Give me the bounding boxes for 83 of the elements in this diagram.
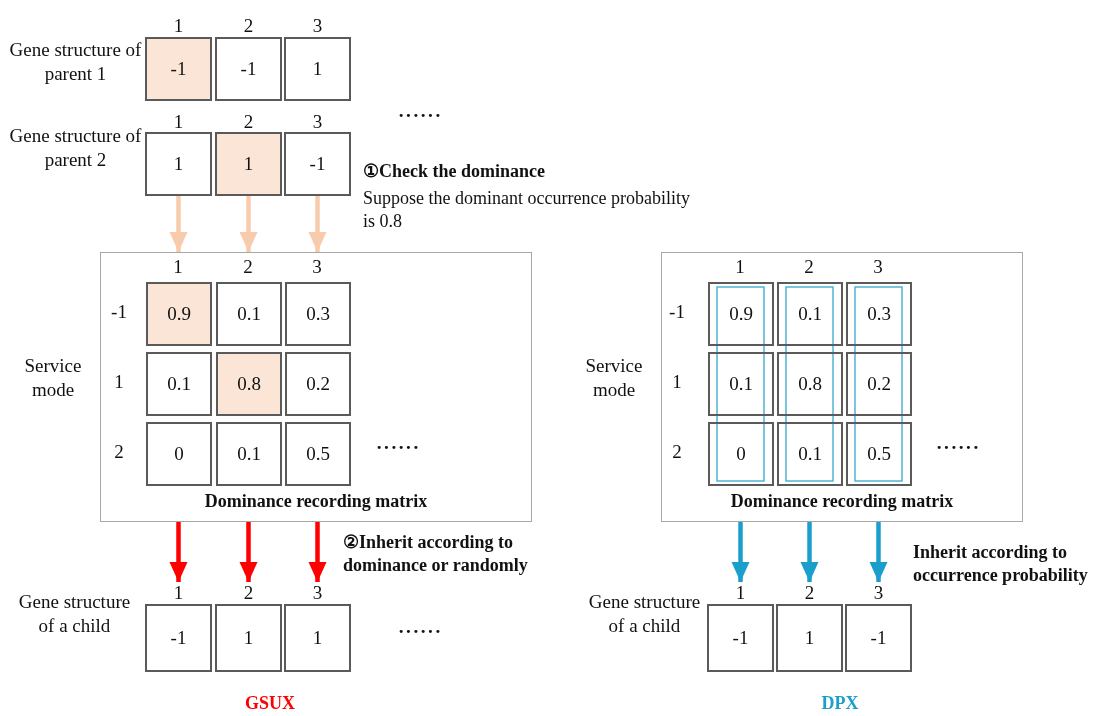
gene-cell: 1 (145, 132, 212, 196)
probability-cell: 0.1 (777, 422, 843, 486)
probability-cell: 0.5 (846, 422, 912, 486)
gene-cell: 1 (215, 604, 282, 672)
arrow (239, 522, 258, 582)
column-number: 2 (803, 255, 815, 279)
row-index: 1 (113, 370, 125, 394)
matrix-panel (100, 252, 532, 522)
column-number: 3 (311, 14, 324, 38)
column-number: 2 (242, 110, 255, 134)
ellipsis: ······ (398, 620, 444, 644)
column-number: 3 (872, 582, 885, 604)
axis-label: Service mode (584, 354, 644, 402)
row-index: 1 (671, 370, 683, 394)
row-label: Gene structure of a child (587, 590, 702, 638)
method-name: DPX (820, 692, 860, 715)
arrow (169, 522, 188, 582)
row-label: Gene structure of parent 1 (8, 38, 143, 86)
arrow (308, 522, 327, 582)
row-index: 2 (113, 440, 125, 464)
column-number: 3 (311, 582, 324, 604)
row-label: Gene structure of a child (17, 590, 132, 638)
method-name: GSUX (244, 692, 296, 715)
gene-cell: -1 (145, 37, 212, 101)
arrow (239, 196, 258, 252)
gene-cell: 1 (284, 604, 351, 672)
probability-cell: 0.1 (216, 282, 282, 346)
arrow (308, 196, 327, 252)
step-note: ①Check the dominance (363, 160, 546, 183)
ellipsis: ······ (376, 436, 422, 460)
row-index: 2 (671, 440, 683, 464)
gene-cell: 1 (776, 604, 843, 672)
column-number: 1 (172, 582, 185, 604)
column-number: 2 (242, 255, 254, 279)
column-number: 2 (242, 582, 255, 604)
row-index: -1 (668, 300, 686, 324)
probability-cell: 0.2 (846, 352, 912, 416)
probability-cell: 0.9 (708, 282, 774, 346)
gene-cell: 1 (215, 132, 282, 196)
arrow (169, 196, 188, 252)
arrow (800, 522, 819, 582)
arrow (731, 522, 750, 582)
probability-cell: 0.8 (777, 352, 843, 416)
ellipsis: ······ (398, 104, 444, 128)
gene-cell: -1 (145, 604, 212, 672)
gene-cell: -1 (215, 37, 282, 101)
matrix-title: Dominance recording matrix (729, 491, 955, 512)
probability-cell: 0.9 (146, 282, 212, 346)
column-number: 1 (734, 582, 747, 604)
ellipsis: ······ (936, 436, 982, 460)
column-number: 3 (872, 255, 884, 279)
gene-cell: -1 (707, 604, 774, 672)
column-number: 1 (172, 110, 185, 134)
step-note: ②Inherit according to dominance or randomly (343, 531, 529, 576)
column-number: 2 (803, 582, 816, 604)
row-index: -1 (110, 300, 128, 324)
gene-cell: 1 (284, 37, 351, 101)
probability-cell: 0.5 (285, 422, 351, 486)
note-text: Suppose the dominant occurrence probability is 0.8 (363, 187, 691, 232)
probability-cell: 0.1 (216, 422, 282, 486)
probability-cell: 0.3 (285, 282, 351, 346)
column-number: 2 (242, 14, 255, 38)
step-note: Inherit according to occurrence probability (913, 541, 1089, 586)
probability-cell: 0.3 (846, 282, 912, 346)
probability-cell: 0.8 (216, 352, 282, 416)
gene-cell: -1 (284, 132, 351, 196)
probability-cell: 0.1 (708, 352, 774, 416)
probability-cell: 0 (146, 422, 212, 486)
column-number: 1 (734, 255, 746, 279)
row-label: Gene structure of parent 2 (8, 124, 143, 172)
column-number: 1 (172, 14, 185, 38)
column-number: 3 (311, 110, 324, 134)
arrow (869, 522, 888, 582)
column-number: 1 (172, 255, 184, 279)
axis-label: Service mode (23, 354, 83, 402)
probability-cell: 0 (708, 422, 774, 486)
column-number: 3 (311, 255, 323, 279)
gene-cell: -1 (845, 604, 912, 672)
matrix-title: Dominance recording matrix (203, 491, 429, 512)
probability-cell: 0.1 (777, 282, 843, 346)
probability-cell: 0.1 (146, 352, 212, 416)
matrix-panel (661, 252, 1023, 522)
probability-cell: 0.2 (285, 352, 351, 416)
